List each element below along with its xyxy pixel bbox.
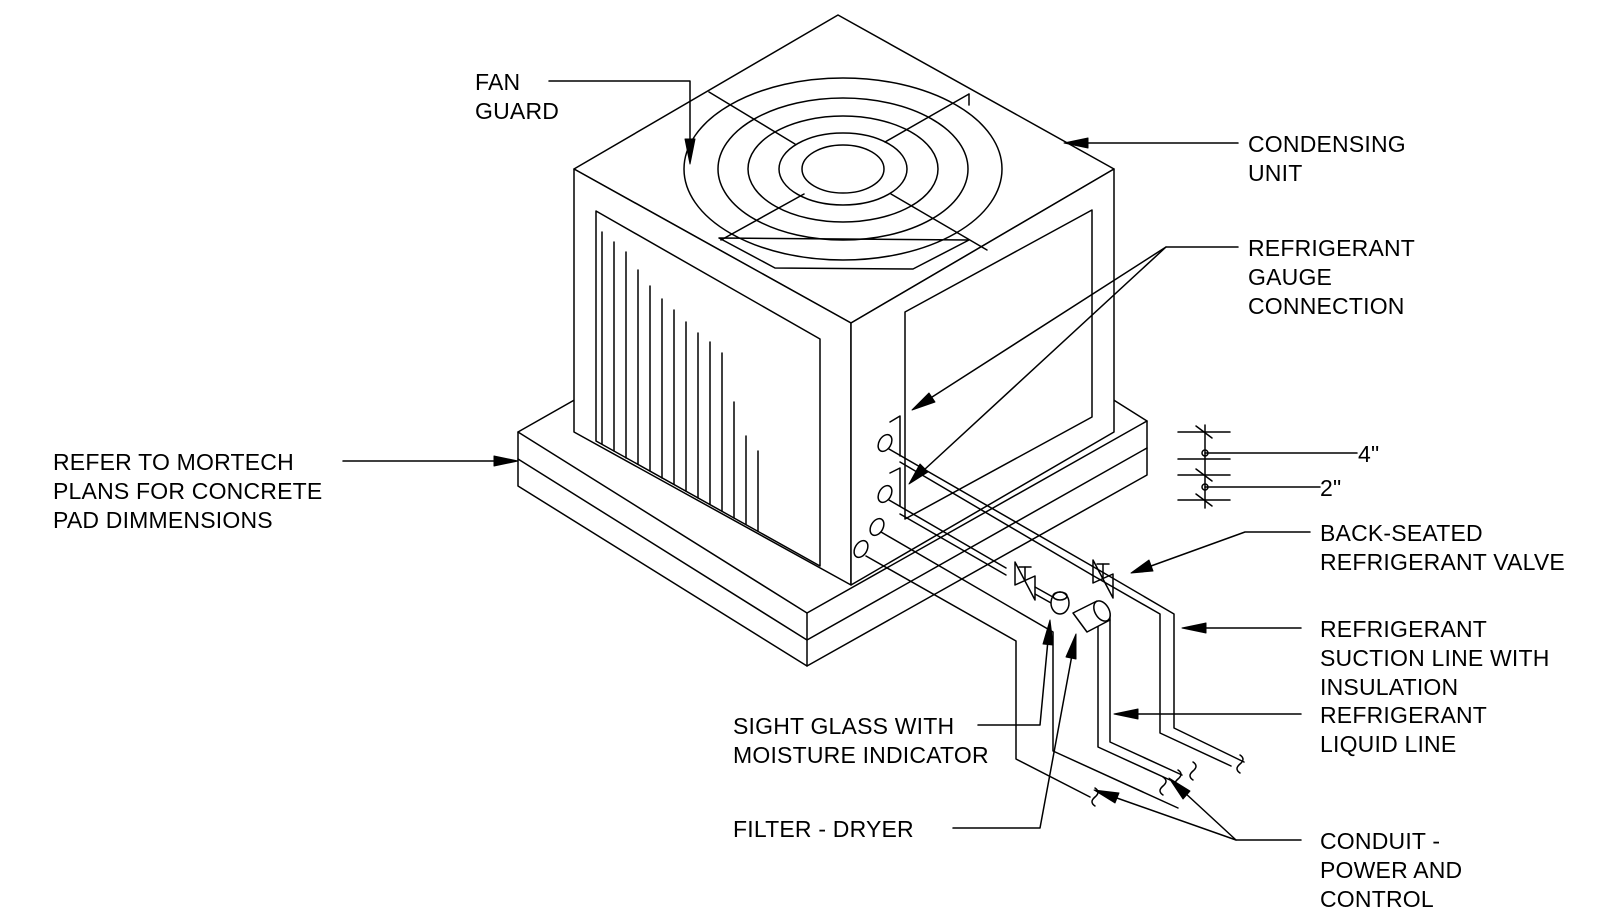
gauge-connection-label-line2: GAUGE bbox=[1248, 264, 1332, 290]
gauge-connection-label-line1: REFRIGERANT bbox=[1248, 235, 1415, 261]
dimension-4-label: 4" bbox=[1358, 441, 1379, 467]
suction-line-label-line1: REFRIGERANT bbox=[1320, 616, 1487, 642]
liquid-line-label-line1: REFRIGERANT bbox=[1320, 702, 1487, 728]
condensing-unit-label-line1: CONDENSING bbox=[1248, 131, 1406, 157]
pad-dimension-marks bbox=[1177, 424, 1358, 509]
conduit-label-line3: CONTROL bbox=[1320, 886, 1434, 912]
concrete-pad-label-line2: PLANS FOR CONCRETE bbox=[53, 478, 322, 504]
concrete-pad-label-line3: PAD DIMMENSIONS bbox=[53, 507, 273, 533]
valve-label-line2: REFRIGERANT VALVE bbox=[1320, 549, 1565, 575]
suction-line-label-line2: SUCTION LINE WITH bbox=[1320, 645, 1550, 671]
dimension-2-label: 2" bbox=[1320, 475, 1341, 501]
gauge-connection-label-line3: CONNECTION bbox=[1248, 293, 1405, 319]
condensing-unit-box bbox=[573, 14, 1115, 586]
unit-side-connections bbox=[853, 415, 901, 559]
liquid-line-label-line2: LIQUID LINE bbox=[1320, 731, 1456, 757]
filter-dryer-label: FILTER - DRYER bbox=[733, 816, 914, 842]
valve-label-line1: BACK-SEATED bbox=[1320, 520, 1483, 546]
concrete-pad-label-line1: REFER TO MORTECH bbox=[53, 449, 294, 475]
condensing-unit-label-line2: UNIT bbox=[1248, 160, 1302, 186]
suction-line-label-line3: INSULATION bbox=[1320, 674, 1458, 700]
sight-glass-label-line1: SIGHT GLASS WITH bbox=[733, 713, 954, 739]
fan-guard-label-line2: GUARD bbox=[475, 98, 559, 124]
sight-glass-label-line2: MOISTURE INDICATOR bbox=[733, 742, 989, 768]
conduit-label-line1: CONDUIT - bbox=[1320, 828, 1440, 854]
fan-guard-label-line1: FAN bbox=[475, 69, 520, 95]
fan-guard-rings bbox=[683, 77, 1003, 270]
sight-glass-and-filter-dryer bbox=[1050, 591, 1111, 633]
callout-labels: FAN GUARD CONDENSING UNIT REFRIGERANT GA… bbox=[53, 69, 1565, 912]
leader-lines bbox=[342, 80, 1311, 841]
conduit-label-line2: POWER AND bbox=[1320, 857, 1462, 883]
back-seated-valves bbox=[1014, 559, 1114, 601]
